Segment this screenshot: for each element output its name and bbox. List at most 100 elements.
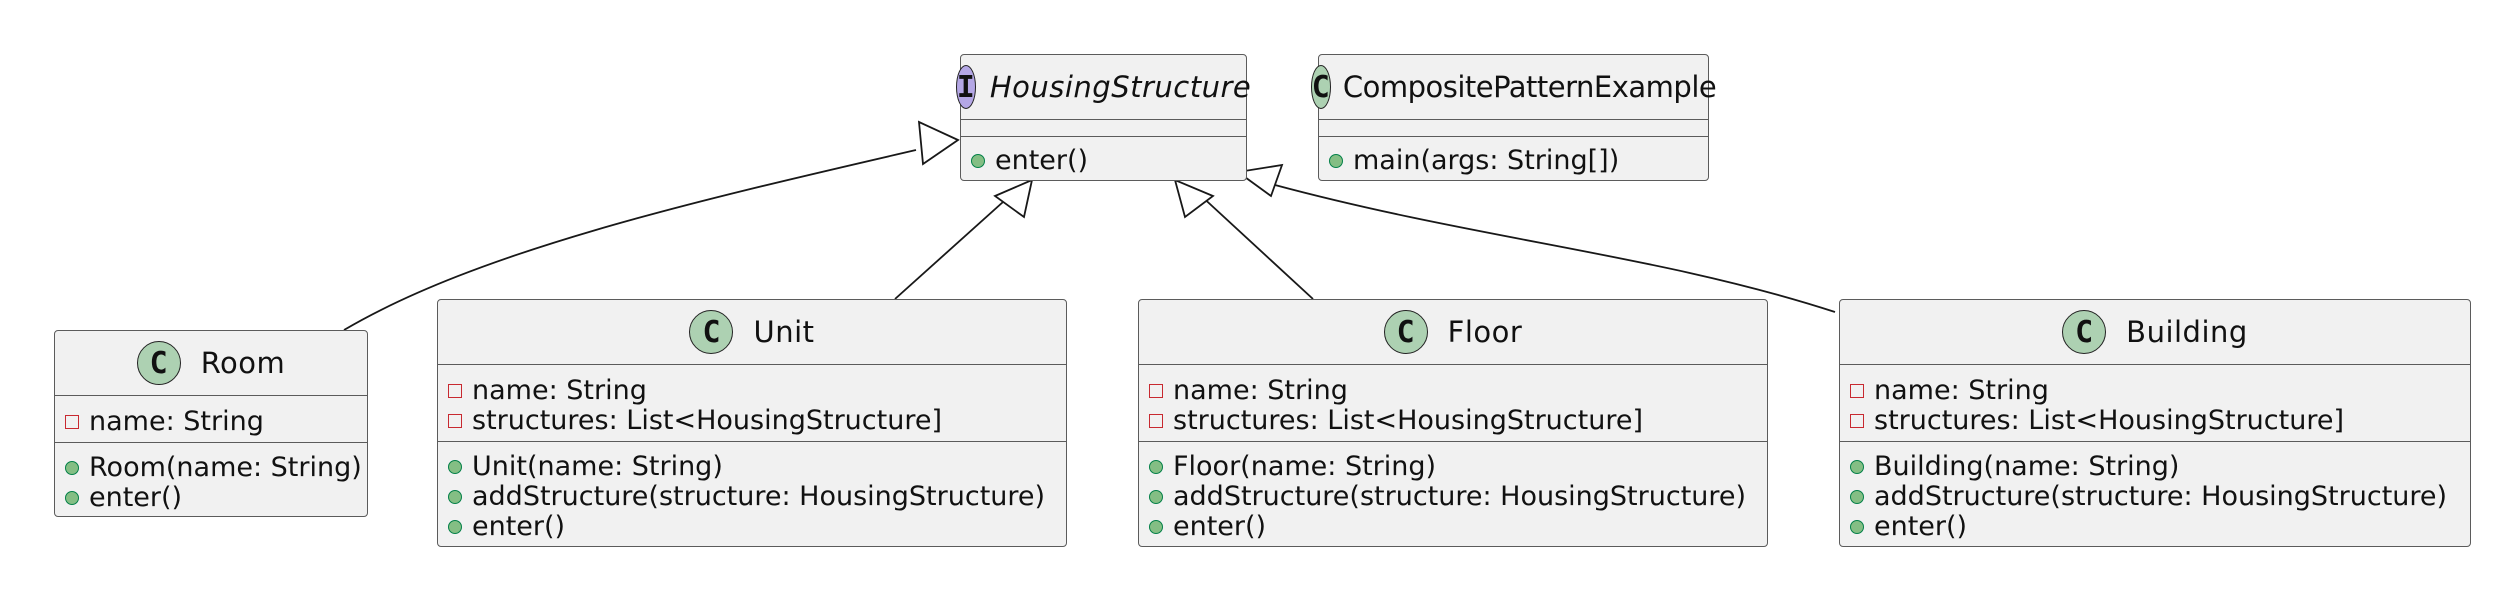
edge-room-housingstructure [343, 149, 917, 331]
method-text: enter() [1173, 511, 1267, 542]
edge-floor-housingstructure [1197, 192, 1314, 300]
method-row: enter() [971, 147, 1088, 174]
method-text: enter() [472, 511, 566, 542]
class-icon: C [2062, 310, 2107, 354]
field-text: structures: List<HousingStructure] [1874, 405, 2344, 436]
section-divider [1319, 119, 1708, 120]
method-text: Room(name: String) [89, 452, 362, 483]
method-text: enter() [1874, 511, 1968, 542]
field-text: structures: List<HousingStructure] [472, 405, 942, 436]
edge-building-housingstructure [1274, 184, 1836, 313]
method-text: main(args: String[]) [1353, 145, 1620, 176]
interface-icon: I [955, 65, 976, 109]
class-box-floor: C Floor name: String structures: List<Ho… [1138, 299, 1768, 547]
method-row: addStructure(structure: HousingStructure… [1149, 483, 1746, 510]
class-header: C Building [1840, 300, 2470, 364]
public-visibility-icon [971, 153, 985, 168]
class-name: Building [2126, 315, 2248, 349]
method-text: addStructure(structure: HousingStructure… [1874, 481, 2448, 512]
class-name: Unit [753, 315, 815, 349]
method-row: Room(name: String) [65, 454, 362, 481]
class-header: C Floor [1139, 300, 1767, 364]
method-text: Floor(name: String) [1173, 451, 1437, 482]
public-visibility-icon [448, 459, 462, 474]
class-box-unit: C Unit name: String structures: List<Hou… [437, 299, 1067, 547]
class-icon: C [136, 341, 181, 385]
section-divider [1319, 136, 1708, 137]
field-text: structures: List<HousingStructure] [1173, 405, 1643, 436]
class-name: CompositePatternExample [1342, 70, 1717, 104]
section-divider [961, 136, 1246, 137]
private-visibility-icon [1149, 413, 1163, 428]
method-row: main(args: String[]) [1329, 147, 1619, 174]
public-visibility-icon [448, 519, 462, 534]
class-box-room: C Room name: String Room(name: String) e… [54, 330, 368, 517]
method-row: Building(name: String) [1850, 453, 2179, 480]
field-text: name: String [89, 406, 264, 437]
method-row: enter() [1850, 513, 1967, 540]
section-divider [55, 442, 367, 443]
realization-arrowhead [1173, 178, 1215, 219]
method-row: enter() [1149, 513, 1266, 540]
private-visibility-icon [1149, 383, 1163, 398]
section-divider [1840, 364, 2470, 365]
method-text: addStructure(structure: HousingStructure… [1173, 481, 1747, 512]
class-header: C CompositePatternExample [1310, 55, 1717, 119]
public-visibility-icon [1329, 153, 1343, 168]
public-visibility-icon [1149, 459, 1163, 474]
realization-arrowhead [993, 178, 1034, 219]
public-visibility-icon [1850, 489, 1864, 504]
private-visibility-icon [1850, 413, 1864, 428]
method-text: enter() [89, 482, 183, 513]
realization-arrowhead [917, 120, 960, 166]
method-text: enter() [995, 145, 1089, 176]
private-visibility-icon [448, 413, 462, 428]
class-box-housingstructure: I HousingStructure enter() [955, 54, 1251, 181]
class-name: Room [200, 346, 286, 380]
class-icon: C [1310, 65, 1331, 109]
section-divider [1139, 441, 1767, 442]
private-visibility-icon [65, 414, 79, 429]
class-header: C Room [55, 331, 367, 395]
public-visibility-icon [1850, 519, 1864, 534]
public-visibility-icon [1149, 489, 1163, 504]
class-header: C Unit [438, 300, 1066, 364]
public-visibility-icon [448, 489, 462, 504]
section-divider [55, 395, 367, 396]
method-row: Unit(name: String) [448, 453, 723, 480]
method-row: enter() [65, 484, 182, 511]
method-row: enter() [448, 513, 565, 540]
field-row: structures: List<HousingStructure] [448, 407, 942, 434]
method-text: addStructure(structure: HousingStructure… [472, 481, 1046, 512]
field-text: name: String [1173, 375, 1348, 406]
section-divider [1139, 364, 1767, 365]
method-row: Floor(name: String) [1149, 453, 1436, 480]
method-row: addStructure(structure: HousingStructure… [448, 483, 1045, 510]
field-row: name: String [1149, 377, 1348, 404]
field-row: structures: List<HousingStructure] [1149, 407, 1643, 434]
field-text: name: String [472, 375, 647, 406]
edge-unit-housingstructure [894, 192, 1014, 300]
private-visibility-icon [448, 383, 462, 398]
method-text: Unit(name: String) [472, 451, 723, 482]
private-visibility-icon [1850, 383, 1864, 398]
field-row: name: String [1850, 377, 2049, 404]
public-visibility-icon [1850, 459, 1864, 474]
section-divider [1840, 441, 2470, 442]
class-name: HousingStructure [989, 70, 1252, 104]
class-icon: C [689, 310, 734, 354]
field-text: name: String [1874, 375, 2049, 406]
public-visibility-icon [1149, 519, 1163, 534]
section-divider [438, 441, 1066, 442]
public-visibility-icon [65, 460, 79, 475]
field-row: name: String [448, 377, 647, 404]
class-header: I HousingStructure [955, 55, 1251, 119]
class-box-building: C Building name: String structures: List… [1839, 299, 2471, 547]
class-box-compositepatternexample: C CompositePatternExample main(args: Str… [1310, 54, 1717, 181]
class-icon: C [1383, 310, 1428, 354]
method-text: Building(name: String) [1874, 451, 2180, 482]
field-row: structures: List<HousingStructure] [1850, 407, 2344, 434]
method-row: addStructure(structure: HousingStructure… [1850, 483, 2447, 510]
section-divider [961, 119, 1246, 120]
